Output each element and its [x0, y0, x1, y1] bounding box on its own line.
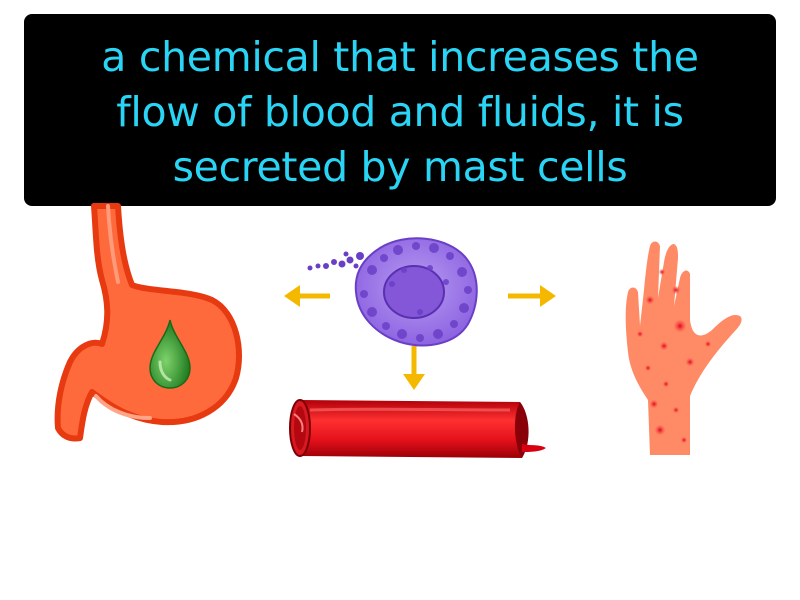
- arrow-right-icon: [508, 285, 556, 307]
- definition-line-1: a chemical that increases the: [101, 33, 699, 81]
- arrow-down-icon: [403, 346, 425, 390]
- illustration: [54, 203, 742, 458]
- definition-box: a chemical that increases the flow of bl…: [24, 14, 776, 206]
- rash-hand-icon: [625, 241, 742, 455]
- definition-line-3: secreted by mast cells: [172, 143, 628, 191]
- blood-vessel-icon: [289, 399, 546, 458]
- arrow-left-icon: [284, 285, 330, 307]
- mast-cell-icon: [307, 237, 478, 347]
- definition-line-2: flow of blood and fluids, it is: [116, 88, 684, 136]
- stomach-icon: [54, 203, 242, 442]
- green-drop-icon: [149, 319, 191, 389]
